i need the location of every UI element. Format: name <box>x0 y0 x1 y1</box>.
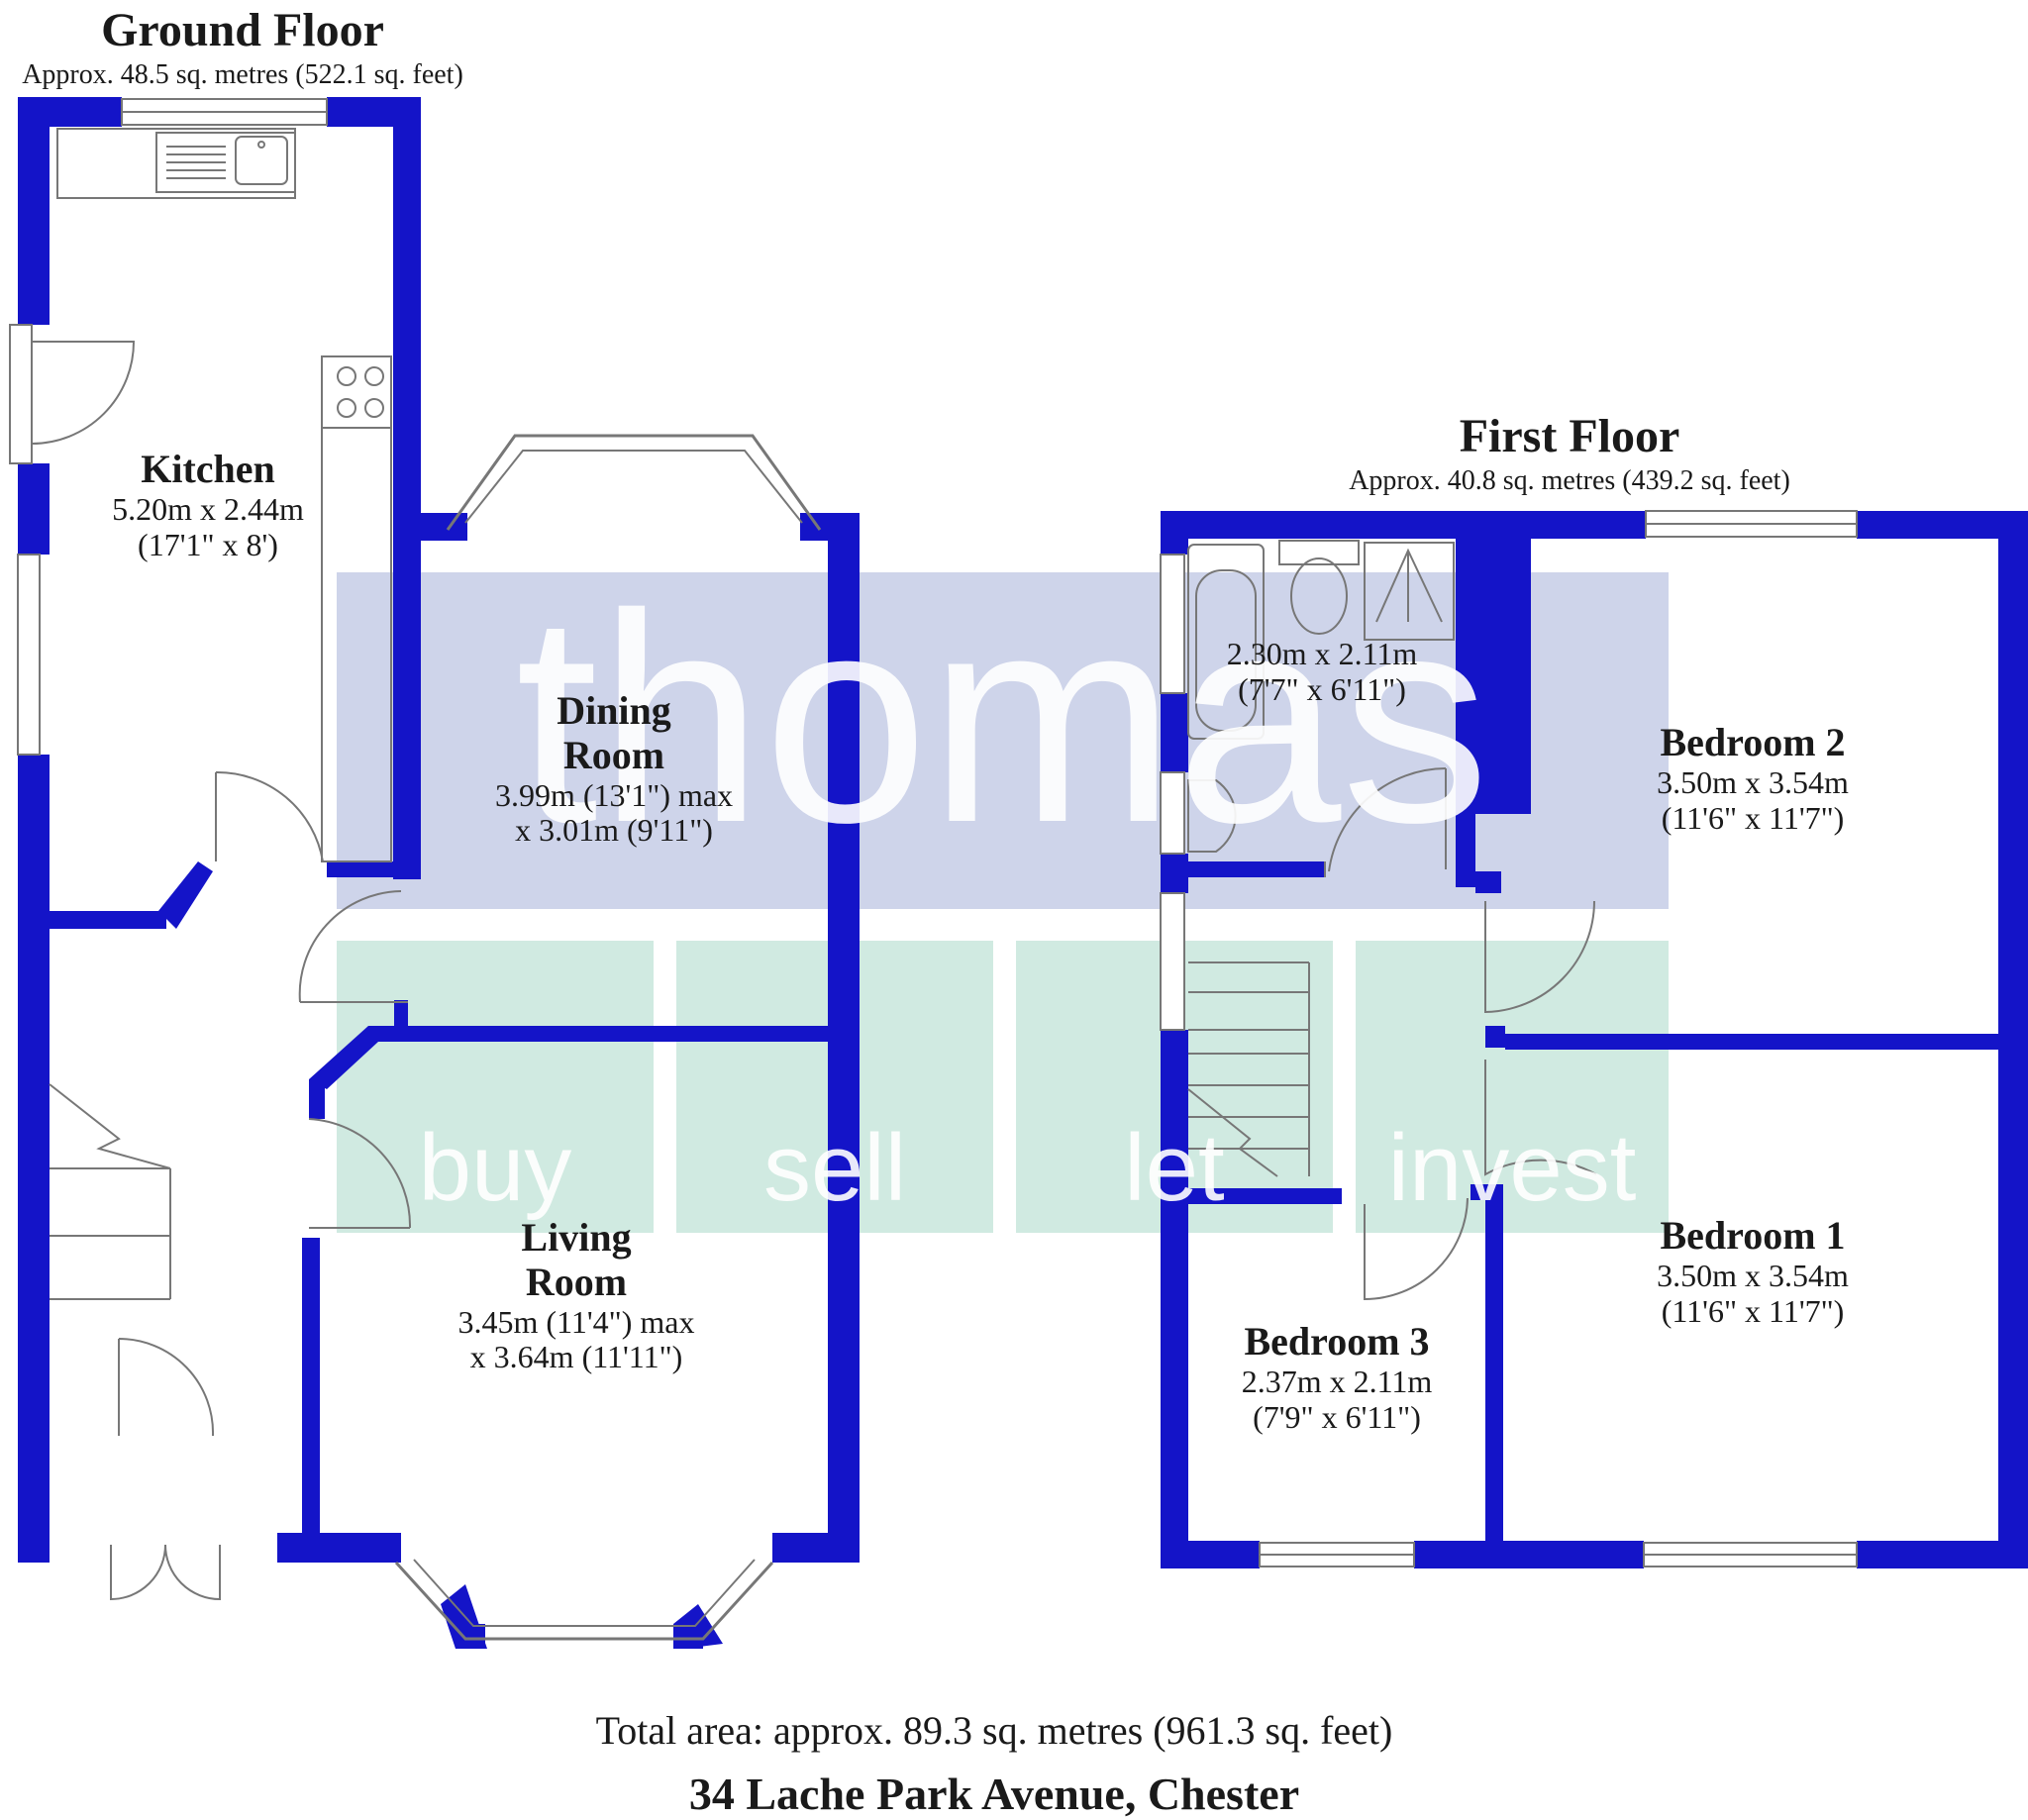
room-dimensions-imperial: (11'6" x 11'7") <box>1661 799 1845 836</box>
hob <box>321 355 392 429</box>
room-label-bathroom: 2.30m x 2.11m (7'7" x 6'11") <box>1183 636 1461 708</box>
total-area: Total area: approx. 89.3 sq. metres (961… <box>595 1708 1393 1753</box>
room-dimensions-imperial: x 3.64m (11'11") <box>469 1339 683 1375</box>
toilet-cistern <box>1278 540 1360 565</box>
room-label-bedroom1: Bedroom 1 3.50m x 3.54m (11'6" x 11'7") <box>1599 1213 1906 1329</box>
ground-stairs <box>49 1083 171 1300</box>
property-address: 34 Lache Park Avenue, Chester <box>688 1769 1300 1819</box>
watermark-tag-let: let <box>1124 1115 1225 1221</box>
first-floor-fixtures <box>1160 510 1858 1567</box>
bath-window <box>1160 554 1185 694</box>
basin <box>1187 779 1237 853</box>
room-label-bedroom2: Bedroom 2 3.50m x 3.54m (11'6" x 11'7") <box>1599 720 1906 836</box>
toilet-bowl <box>1290 557 1348 635</box>
kitchen-side-door-frame <box>9 324 33 464</box>
drainer <box>166 146 226 179</box>
dining-door-swing <box>298 890 408 1003</box>
room-name-line2: Room <box>562 732 665 777</box>
room-dimensions-imperial: (17'1" x 8') <box>138 526 278 562</box>
first-floor-area: Approx. 40.8 sq. metres (439.2 sq. feet) <box>1349 465 1790 496</box>
porch-door-swing <box>118 1338 215 1437</box>
basin-window <box>1160 771 1185 855</box>
room-dimensions: 5.20m x 2.44m <box>112 490 304 527</box>
kitchen-door-swing <box>215 770 324 862</box>
watermark-tag-buy-box <box>337 941 654 1233</box>
front-door-swing <box>110 1544 221 1601</box>
room-dimensions-imperial: x 3.01m (9'11") <box>515 812 713 849</box>
kitchen-side-window <box>17 554 41 756</box>
ground-floor-fixtures <box>9 98 822 1641</box>
first-floor-title: First Floor <box>1459 410 1680 462</box>
first-floor-walls <box>1161 511 2028 1568</box>
room-dimensions-imperial: (7'7" x 6'11") <box>1238 670 1406 707</box>
room-dimensions: 3.45m (11'4") max <box>457 1303 695 1340</box>
ground-floor-area: Approx. 48.5 sq. metres (522.1 sq. feet) <box>22 59 463 90</box>
room-dimensions: 2.30m x 2.11m <box>1226 636 1418 671</box>
bedroom2-door-swing <box>1484 900 1595 1014</box>
landing-window <box>1160 892 1185 1031</box>
room-name: Bedroom 1 <box>1660 1213 1846 1258</box>
room-name: Living <box>521 1215 632 1260</box>
watermark-tag-invest-box <box>1356 941 1669 1233</box>
bedroom3-door-swing <box>1364 1197 1469 1301</box>
watermark-brand: thomas <box>515 552 1490 884</box>
room-dimensions: 2.37m x 2.11m <box>1241 1363 1433 1399</box>
bedroom1-door-swing <box>1484 1060 1597 1176</box>
bathroom-door-swing <box>1324 767 1447 877</box>
living-door-swing <box>308 1118 412 1229</box>
room-dimensions: 3.99m (13'1") max <box>494 776 734 813</box>
first-floor-stairs <box>1187 961 1310 1177</box>
room-label-dining: Dining Room 3.99m (13'1") max x 3.01m (9… <box>456 688 772 849</box>
kitchen-sink <box>155 132 296 193</box>
living-bay-window <box>394 1561 774 1641</box>
kitchen-side-door-swing <box>31 341 136 445</box>
room-name: Bedroom 3 <box>1244 1319 1430 1364</box>
dining-bay-window <box>446 434 822 531</box>
room-dimensions-imperial: (7'9" x 6'11") <box>1253 1398 1421 1435</box>
room-label-bedroom3: Bedroom 3 2.37m x 2.11m (7'9" x 6'11") <box>1188 1319 1485 1435</box>
watermark-tag-invest: invest <box>1387 1115 1637 1221</box>
room-name: Bedroom 2 <box>1660 720 1846 764</box>
room-name: Kitchen <box>141 447 275 491</box>
room-name: Dining <box>557 688 671 733</box>
room-label-living: Living Room 3.45m (11'4") max x 3.64m (1… <box>418 1215 735 1375</box>
room-name-line2: Room <box>525 1259 628 1304</box>
watermark-tag-sell: sell <box>762 1115 907 1221</box>
room-dimensions: 3.50m x 3.54m <box>1657 1257 1849 1293</box>
room-dimensions: 3.50m x 3.54m <box>1657 763 1849 800</box>
ground-floor-title: Ground Floor <box>101 4 384 56</box>
room-label-kitchen: Kitchen 5.20m x 2.44m (17'1" x 8') <box>69 447 347 562</box>
room-dimensions-imperial: (11'6" x 11'7") <box>1661 1292 1845 1329</box>
shower-tray <box>1364 542 1455 641</box>
watermark-tag-buy: buy <box>418 1115 572 1221</box>
bath <box>1187 544 1265 740</box>
